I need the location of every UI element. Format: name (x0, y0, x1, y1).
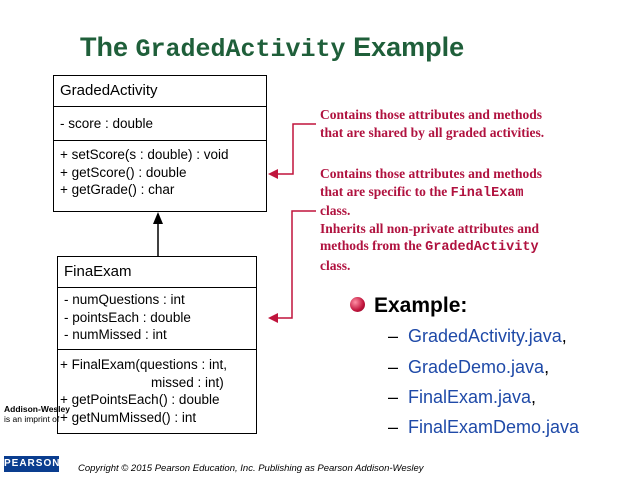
note-shared-connector (276, 123, 316, 175)
note-line: methods from the GradedActivity (320, 237, 542, 257)
title-code: GradedActivity (135, 35, 346, 64)
class-name: FinaExam (64, 263, 132, 280)
copyright-text: Copyright © 2015 Pearson Education, Inc.… (78, 463, 424, 474)
attribute-line: - score : double (60, 116, 154, 131)
slide-title: The GradedActivity Example (80, 32, 464, 64)
note-specific-connector (276, 210, 316, 319)
inheritance-arrowhead (153, 212, 163, 224)
note-shared-arrowhead (268, 169, 278, 179)
method-line: + getGrade() : char (60, 182, 175, 197)
publisher-logo-text: Addison-Wesley is an imprint of (4, 404, 70, 424)
note-line: Inherits all non-private attributes and (320, 220, 540, 236)
method-line: + getScore() : double (60, 164, 187, 180)
example-file-item: –GradeDemo.java, (388, 357, 549, 378)
example-heading: Example: (350, 294, 467, 318)
note-line: Contains those attributes and methods (320, 166, 543, 181)
method-line: + FinalExam(questions : int, (60, 357, 227, 372)
attribute-line: - numQuestions : int (64, 292, 185, 307)
note-text: methods from the (320, 238, 426, 253)
list-comma: , (544, 357, 550, 377)
logo-line: is an imprint of (4, 414, 60, 424)
note-shared: Contains those attributes and methods th… (320, 106, 544, 141)
title-suffix: Example (345, 32, 465, 62)
method-line: + setScore(s : double) : void (60, 147, 229, 162)
dash-icon: – (388, 417, 399, 437)
example-file-name: FinalExamDemo.java (408, 417, 580, 437)
title-prefix: The (80, 32, 136, 62)
method-line: missed : int) (151, 374, 224, 390)
note-line: that are shared by all graded activities… (320, 124, 545, 140)
note-line: Contains those attributes and methods (320, 107, 543, 122)
example-file-name: GradedActivity.java (408, 326, 562, 346)
class-attributes: - score : double (54, 106, 266, 140)
dash-icon: – (388, 357, 399, 377)
class-name: GradedActivity (60, 82, 158, 99)
note-code: FinalExam (450, 185, 524, 201)
note-specific: Contains those attributes and methods th… (320, 165, 542, 274)
class-graded-activity: GradedActivity - score : double + setSco… (53, 75, 267, 212)
dash-icon: – (388, 387, 399, 407)
note-line: that are specific to the FinalExam (320, 183, 542, 203)
class-methods: + setScore(s : double) : void + getScore… (54, 140, 266, 202)
dash-icon: – (388, 326, 399, 346)
method-line: + getNumMissed() : int (60, 409, 197, 425)
attribute-line: - pointsEach : double (64, 309, 191, 325)
example-file-item: –FinalExamDemo.java (388, 417, 579, 438)
note-text: that are specific to the (320, 183, 451, 199)
example-heading-text: Example: (374, 294, 468, 317)
pearson-logo: PEARSON (4, 456, 59, 472)
class-methods: + FinalExam(questions : int, missed : in… (58, 349, 256, 429)
list-comma: , (531, 387, 537, 407)
bullet-icon (350, 296, 365, 312)
example-file-item: –FinalExam.java, (388, 387, 536, 408)
attribute-line: - numMissed : int (64, 327, 167, 342)
class-final-exam: FinaExam - numQuestions : int - pointsEa… (57, 256, 257, 434)
logo-line: Addison-Wesley (4, 404, 70, 414)
example-file-item: –GradedActivity.java, (388, 326, 567, 347)
note-line: class. (320, 257, 351, 273)
example-file-name: GradeDemo.java (408, 357, 545, 377)
list-comma: , (561, 326, 567, 346)
note-code: GradedActivity (425, 240, 539, 255)
method-line: + getPointsEach() : double (60, 392, 220, 407)
example-file-name: FinalExam.java (408, 387, 532, 407)
note-line: class. (320, 203, 351, 218)
class-attributes: - numQuestions : int - pointsEach : doub… (58, 287, 256, 349)
note-specific-arrowhead (268, 313, 278, 323)
